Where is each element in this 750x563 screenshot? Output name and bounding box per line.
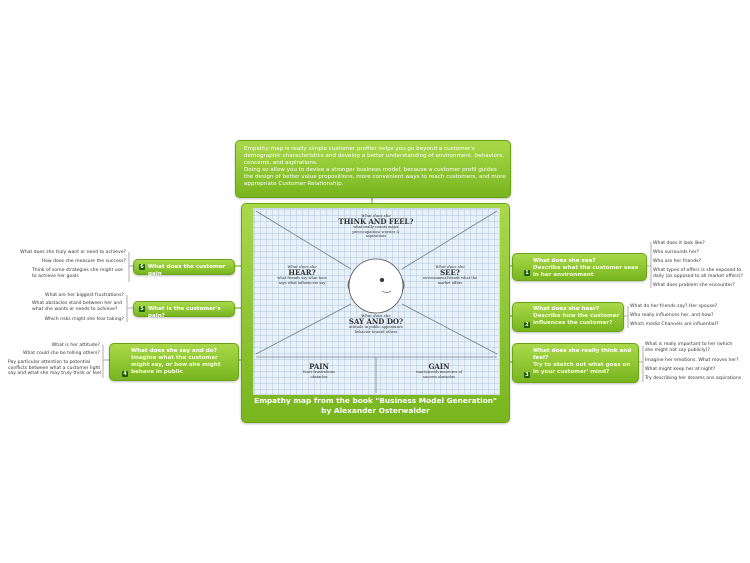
node-4-sub: Imagine what the customer might say, or … <box>131 355 221 375</box>
central-caption: Empathy map from the book "Business Mode… <box>254 396 497 415</box>
hear-title: HEAR? <box>288 268 316 277</box>
node-5-title: What is the customer's pain? <box>148 306 221 319</box>
note-6-1[interactable]: What does she truly want or need to achi… <box>20 250 126 255</box>
node-6-gain[interactable]: 6 What does the customer gain <box>133 259 235 277</box>
hear-sub: what friends say what boss says what inf… <box>277 276 327 285</box>
think-sub: what really counts major preoccupations … <box>352 225 400 239</box>
note-2-3[interactable]: Which media Channels are influential? <box>630 322 719 327</box>
note-4-2[interactable]: What could she be telling others? <box>22 351 100 356</box>
node-4-say[interactable]: 4 What does she say and do? Imagine what… <box>109 343 239 381</box>
node-4-title: What does she say and do? <box>131 348 217 354</box>
pain-sub: fears frustrations obstacles <box>303 370 335 379</box>
notes-bracket-6 <box>128 252 133 282</box>
node-6-number: 6 <box>139 264 145 270</box>
note-5-3[interactable]: Which risks might she fear taking? <box>44 317 124 322</box>
note-4-3[interactable]: Pay particular attention to potential co… <box>8 360 102 377</box>
node-1-sub: Describe what the customer sees in her e… <box>533 265 639 278</box>
node-1-number: 1 <box>524 270 530 276</box>
central-node[interactable]: What does she THINK AND FEEL? what reall… <box>241 203 510 423</box>
node-5-pain[interactable]: 5 What is the customer's pain? <box>133 301 235 319</box>
node-2-number: 2 <box>524 322 530 328</box>
node-1-see[interactable]: 1 What does she see? Describe what the c… <box>512 253 647 281</box>
map-divider-lines <box>255 210 498 393</box>
node-2-title: What does she hear? <box>533 306 600 312</box>
note-3-2[interactable]: Imagine her emotions. What moves her? <box>645 358 739 363</box>
node-4-number: 4 <box>122 371 128 377</box>
pain-title: PAIN <box>309 362 329 371</box>
node-5-number: 5 <box>139 306 145 312</box>
note-4-1[interactable]: What is her attitude? <box>51 343 100 348</box>
think-title: THINK AND FEEL? <box>338 217 414 226</box>
note-5-1[interactable]: What are her biggest frustrations? <box>45 293 124 298</box>
node-3-title: What does she really think and feel? <box>533 348 632 361</box>
say-title: SAY AND DO? <box>348 317 404 326</box>
note-3-1[interactable]: What is really important to her (which s… <box>645 342 733 353</box>
node-3-think[interactable]: 3 What does she really think and feel? T… <box>512 343 639 383</box>
note-2-2[interactable]: Who really influences her, and how? <box>630 313 714 318</box>
see-title: SEE? <box>440 268 460 277</box>
note-6-3[interactable]: Think of some strategies she might use t… <box>32 268 123 279</box>
see-sub: environment friends what the market offe… <box>422 276 478 285</box>
note-1-2[interactable]: Who surrounds her? <box>653 250 700 255</box>
gain-sub: wants/needs measures of success obstacle… <box>415 370 463 379</box>
think-small: What does she <box>361 213 391 218</box>
note-6-2[interactable]: How does she measure the success? <box>41 259 126 264</box>
see-small: What does she <box>435 264 465 269</box>
intro-line-2: Doing so allow you to devise a stronger … <box>244 167 506 187</box>
node-3-sub: Try to sketch out what goes on in your c… <box>533 362 631 375</box>
node-6-title: What does the customer gain <box>148 264 226 277</box>
note-1-3[interactable]: Who are her friends? <box>653 259 701 264</box>
node-3-number: 3 <box>524 372 530 378</box>
node-1-title: What does she see? <box>533 258 596 264</box>
note-5-2[interactable]: What obstacles stand between her and wha… <box>32 301 123 312</box>
say-sub: attitude in public appearance behavior t… <box>349 325 403 334</box>
note-2-1[interactable]: What do her friends say? Her spouse? <box>630 304 718 309</box>
gain-title: GAIN <box>428 362 450 371</box>
node-2-sub: Describe how the customer influences the… <box>533 313 620 326</box>
empathy-map-image: What does she THINK AND FEEL? what reall… <box>253 208 500 395</box>
intro-line-1: Empathy map is really simple customer pr… <box>244 146 504 166</box>
hear-small: What does she <box>287 264 317 269</box>
notes-bracket-4 <box>102 345 109 378</box>
note-1-1[interactable]: What does it look like? <box>653 241 705 246</box>
node-2-hear[interactable]: 2 What does she hear? Describe how the c… <box>512 302 624 332</box>
note-3-3[interactable]: What might keep her at night? <box>645 367 716 372</box>
note-1-5[interactable]: What does problem she encounter? <box>653 283 735 288</box>
say-small: What does she <box>361 313 391 318</box>
note-3-4[interactable]: Try describing her dreams ans aspiration… <box>645 376 742 381</box>
notes-bracket-5 <box>126 295 133 322</box>
intro-box[interactable]: Empathy map is really simple customer pr… <box>235 140 511 198</box>
note-1-4[interactable]: What types of offers is she exposed to d… <box>653 268 743 279</box>
